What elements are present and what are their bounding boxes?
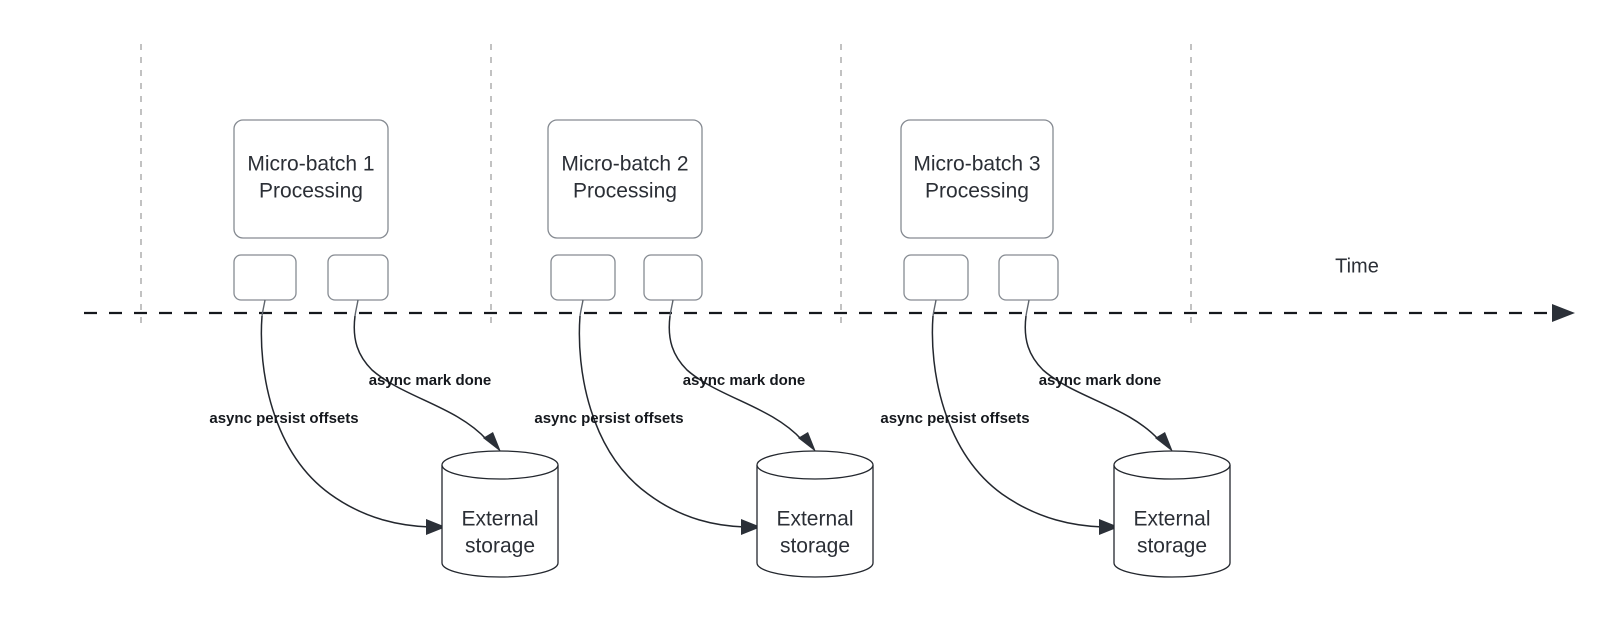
edge-label-persist-offsets-1: async persist offsets <box>209 410 358 427</box>
external-storage-3-top <box>1113 450 1231 480</box>
micro-batch-box-1-line1: Micro-batch 1 <box>247 153 374 176</box>
mark-done-task-1[interactable] <box>327 254 389 301</box>
mark-done-arrowhead-3 <box>1155 432 1173 452</box>
time-axis-label: Time <box>1335 255 1379 277</box>
time-axis-arrowhead <box>1552 304 1575 322</box>
mark-done-curve-3 <box>1024 315 1160 441</box>
external-storage-3[interactable]: External storage <box>1113 450 1231 578</box>
external-storage-3-line2: storage <box>1137 535 1207 558</box>
micro-batch-box-2[interactable] <box>547 119 703 239</box>
persist-offsets-task-2[interactable] <box>550 254 616 301</box>
persist-offsets-arrowhead-3 <box>1099 519 1119 535</box>
mark-done-stem-1 <box>354 299 359 317</box>
external-storage-1[interactable]: External storage <box>441 450 559 578</box>
external-storage-2-body <box>756 465 874 578</box>
micro-batch-group-3: Micro-batch 3 Processing async persist o… <box>880 119 1231 578</box>
persist-offsets-task-1[interactable] <box>233 254 297 301</box>
micro-batch-box-3-line1: Micro-batch 3 <box>913 153 1040 176</box>
mark-done-arrowhead-2 <box>798 432 816 452</box>
persist-offsets-stem-2 <box>579 299 584 317</box>
mark-done-stem-2 <box>669 299 674 317</box>
edge-label-mark-done-2: async mark done <box>683 372 806 389</box>
edge-label-mark-done-3: async mark done <box>1039 372 1162 389</box>
time-axis: Time <box>84 255 1575 322</box>
micro-batch-group-1: Micro-batch 1 Processing async persist o… <box>209 119 559 578</box>
external-storage-2-top <box>756 450 874 480</box>
micro-batch-box-2-line1: Micro-batch 2 <box>561 153 688 176</box>
edge-label-persist-offsets-3: async persist offsets <box>880 410 1029 427</box>
persist-offsets-curve-1 <box>260 315 431 528</box>
persist-offsets-curve-3 <box>931 315 1104 528</box>
external-storage-1-line1: External <box>461 508 538 531</box>
micro-batch-box-1[interactable] <box>233 119 389 239</box>
external-storage-1-body <box>441 465 559 578</box>
mark-done-curve-2 <box>668 315 803 441</box>
external-storage-2[interactable]: External storage <box>756 450 874 578</box>
mark-done-stem-3 <box>1025 299 1030 317</box>
mark-done-task-2[interactable] <box>643 254 703 301</box>
external-storage-3-body <box>1113 465 1231 578</box>
edge-label-persist-offsets-2: async persist offsets <box>534 410 683 427</box>
micro-batch-group-2: Micro-batch 2 Processing async persist o… <box>534 119 874 578</box>
persist-offsets-arrowhead-2 <box>741 519 761 535</box>
micro-batch-box-1-line2: Processing <box>259 180 363 203</box>
micro-batch-box-3-line2: Processing <box>925 180 1029 203</box>
persist-offsets-stem-3 <box>932 299 937 317</box>
persist-offsets-arrowhead-1 <box>426 519 446 535</box>
micro-batch-box-2-line2: Processing <box>573 180 677 203</box>
persist-offsets-curve-2 <box>578 315 746 528</box>
persist-offsets-task-3[interactable] <box>903 254 969 301</box>
mark-done-task-3[interactable] <box>998 254 1059 301</box>
micro-batch-box-3[interactable] <box>900 119 1054 239</box>
mark-done-curve-1 <box>353 315 488 441</box>
mark-done-arrowhead-1 <box>483 432 501 452</box>
external-storage-1-line2: storage <box>465 535 535 558</box>
external-storage-1-top <box>441 450 559 480</box>
external-storage-2-line1: External <box>776 508 853 531</box>
external-storage-3-line1: External <box>1133 508 1210 531</box>
edge-label-mark-done-1: async mark done <box>369 372 492 389</box>
persist-offsets-stem-1 <box>261 299 266 317</box>
external-storage-2-line2: storage <box>780 535 850 558</box>
